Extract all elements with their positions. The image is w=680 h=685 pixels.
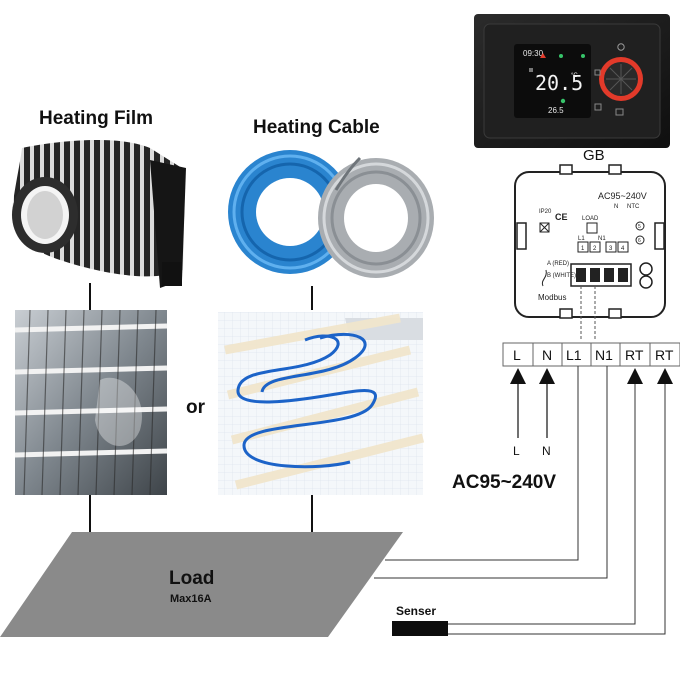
back-ip-label: IP20 xyxy=(539,209,552,215)
svg-text:4: 4 xyxy=(621,246,625,252)
back-voltage-label: AC95~240V xyxy=(598,191,647,201)
terminal-strip: L N L1 N1 RT RT xyxy=(502,342,680,367)
heating-film-installed-photo xyxy=(14,309,168,496)
svg-text:3: 3 xyxy=(609,246,613,252)
sensor-label: Senser xyxy=(396,604,436,618)
leaf-icon xyxy=(560,98,566,104)
thermostat-front-image: 09:30 20.5 °C 26.5 xyxy=(474,14,670,148)
svg-text:6: 6 xyxy=(638,238,641,244)
back-ce-label: CE xyxy=(555,212,568,222)
terminal-rt-1: RT xyxy=(625,347,644,363)
back-n1-label: N1 xyxy=(598,236,606,242)
supply-arrows xyxy=(510,368,673,438)
thermostat-model-label: GB xyxy=(583,147,605,164)
svg-text:5: 5 xyxy=(638,224,641,230)
svg-text:2: 2 xyxy=(593,246,597,252)
terminal-l1: L1 xyxy=(566,347,582,363)
supply-l-label: L xyxy=(513,444,520,458)
display-temp-unit: °C xyxy=(571,73,578,79)
heating-cable-installed-photo xyxy=(218,312,425,495)
load-max-label: Max16A xyxy=(170,593,212,605)
back-a-red-label: A (RED) xyxy=(547,261,569,267)
terminal-rt-2: RT xyxy=(655,347,674,363)
load-block xyxy=(0,532,403,637)
load-wires xyxy=(374,366,608,579)
terminal-n1: N1 xyxy=(595,347,613,363)
home-icon[interactable] xyxy=(615,108,624,116)
heating-film-title: Heating Film xyxy=(39,108,153,129)
grid-icon[interactable] xyxy=(594,103,602,111)
wifi-icon xyxy=(559,54,563,58)
menu-icon[interactable] xyxy=(594,69,601,76)
mode-icon xyxy=(529,68,533,72)
terminal-n: N xyxy=(542,347,552,363)
load-label: Load xyxy=(169,568,214,589)
supply-voltage-label: AC95~240V xyxy=(452,472,556,493)
terminal-l: L xyxy=(513,347,521,363)
back-to-terminal-dashes xyxy=(580,286,596,340)
back-load-label: LOAD xyxy=(582,216,599,222)
or-label: or xyxy=(186,397,206,418)
display-time: 09:30 xyxy=(523,49,544,58)
supply-n-label: N xyxy=(542,444,551,458)
back-terminal-block xyxy=(570,262,653,289)
heating-cable-title: Heating Cable xyxy=(253,117,380,138)
bin-disposal-icon xyxy=(539,222,550,233)
display-temperature: 20.5 xyxy=(535,71,583,95)
back-n-label: N xyxy=(614,204,618,210)
sensor-probe xyxy=(392,621,448,636)
thermostat-back-diagram: AC95~240V IP20 CE LOAD L1 N1 N NTC 1 2 3… xyxy=(514,164,666,319)
back-ntc-label: NTC xyxy=(627,204,640,210)
svg-text:1: 1 xyxy=(581,246,585,252)
display-set-temperature: 26.5 xyxy=(548,106,564,115)
heating-film-roll-image xyxy=(11,140,186,288)
heating-flame-icon xyxy=(540,53,546,58)
status-icon xyxy=(581,54,585,58)
thermostat-screen xyxy=(514,44,591,118)
heating-cable-coils-image xyxy=(228,150,434,278)
back-b-white-label: B (WHITE) xyxy=(547,273,576,279)
power-icon[interactable] xyxy=(617,43,625,51)
back-modbus-label: Modbus xyxy=(538,293,566,302)
back-pin-row: 1 2 3 4 5 6 xyxy=(577,221,645,253)
back-l1-label: L1 xyxy=(578,236,585,242)
sensor-wires xyxy=(448,384,666,635)
